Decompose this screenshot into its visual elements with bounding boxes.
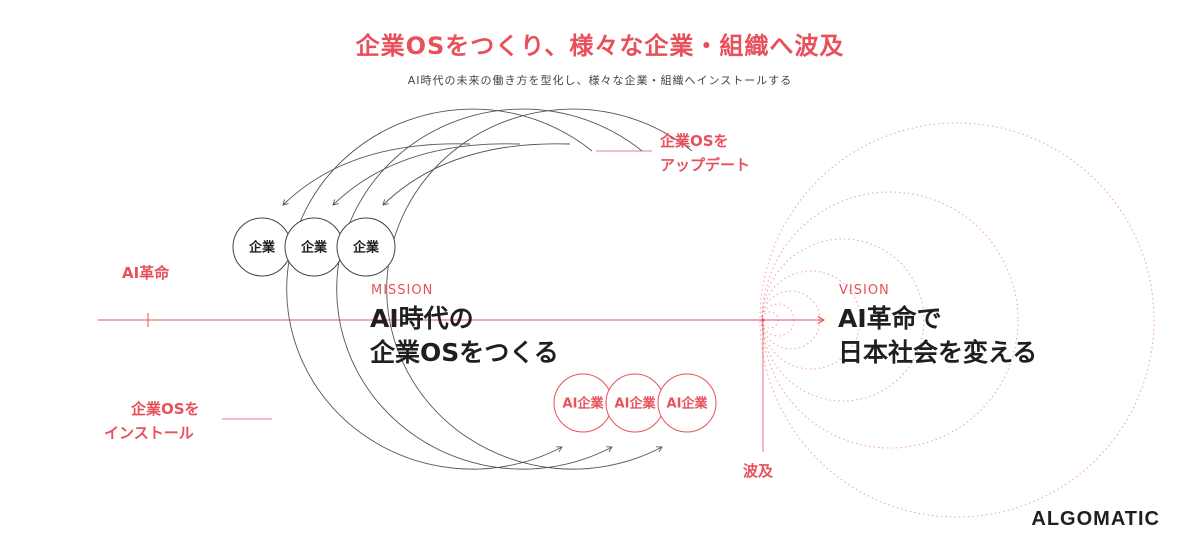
ai-company-node-3: AI企業: [657, 373, 717, 433]
brand-logo: ALGOMATIC: [1031, 508, 1160, 530]
vision-line1: AI革命で: [838, 304, 942, 333]
install-label-line2: インストール: [104, 424, 194, 442]
cycle-arc-2: [336, 108, 643, 470]
company-node-3: 企業: [336, 217, 396, 277]
company-node-2: 企業: [284, 217, 344, 277]
mission-line2: 企業OSをつくる: [370, 338, 559, 367]
cycle-arc-1: [286, 108, 593, 470]
cycle-arc-3: [386, 108, 693, 470]
ai-company-label: AI企業: [563, 396, 605, 412]
ai-company-label: AI企業: [615, 396, 657, 412]
install-label-line1: 企業OSを: [131, 400, 200, 418]
update-arrow-3: [382, 143, 571, 206]
ripple-label: 波及: [743, 462, 774, 480]
update-arrow-1: [282, 143, 471, 206]
vision-kicker: VISION: [839, 283, 890, 298]
company-node-1: 企業: [232, 217, 292, 277]
mission-line1: AI時代の: [370, 304, 474, 333]
company-label: 企業: [352, 240, 380, 256]
company-label: 企業: [248, 240, 276, 256]
ai-revolution-label: AI革命: [122, 264, 170, 282]
ai-company-label: AI企業: [667, 396, 709, 412]
update-label-line2: アップデート: [660, 156, 751, 174]
update-label-line1: 企業OSを: [660, 132, 729, 150]
update-arrow-2: [332, 143, 521, 206]
page-title: 企業OSをつくり、様々な企業・組織へ波及: [355, 32, 845, 60]
ai-company-node-2: AI企業: [605, 373, 665, 433]
company-label: 企業: [300, 240, 328, 256]
mission-kicker: MISSION: [371, 283, 434, 298]
ai-company-node-1: AI企業: [553, 373, 613, 433]
vision-line2: 日本社会を変える: [838, 338, 1038, 367]
page-subtitle: AI時代の未来の働き方を型化し、様々な企業・組織へインストールする: [407, 74, 793, 87]
